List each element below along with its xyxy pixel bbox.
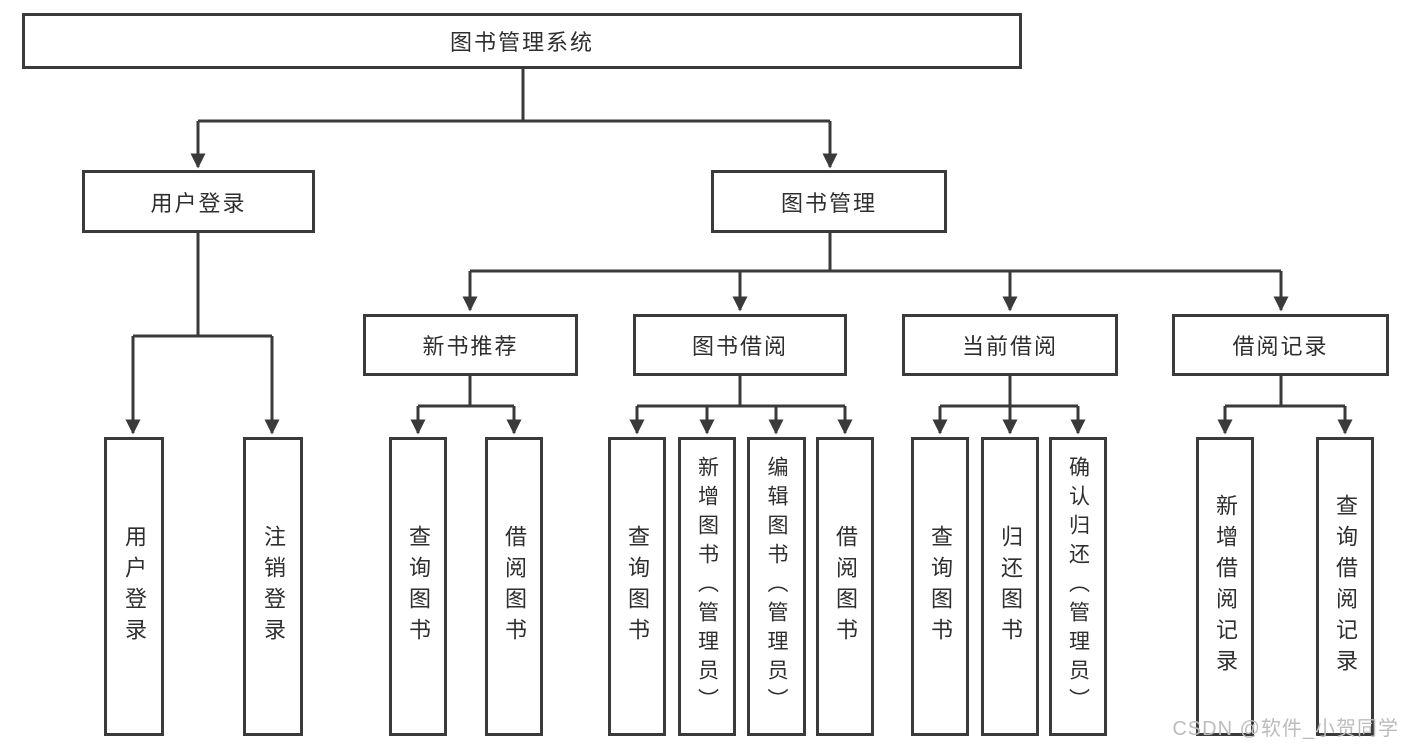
node-new-book-recommend: 新书推荐	[363, 314, 578, 376]
leaf-label: 新增图书（管理员）	[695, 456, 719, 717]
node-book-borrow: 图书借阅	[633, 314, 847, 376]
leaf-query-book-current: 查询图书	[911, 437, 969, 736]
connector-book-management-children	[462, 233, 1289, 312]
leaf-label: 借阅图书	[502, 524, 527, 649]
node-book-management-system: 图书管理系统	[22, 13, 1022, 69]
leaf-query-book-borrow: 查询图书	[608, 437, 666, 736]
connector-current-borrow-children	[932, 376, 1086, 435]
connector-root-to-level2	[190, 69, 838, 169]
csdn-watermark: CSDN @软件_小贺同学	[1172, 718, 1399, 740]
node-user-login: 用户登录	[82, 170, 315, 233]
leaf-label: 注销登录	[261, 524, 286, 649]
leaf-add-book-admin: 新增图书（管理员）	[678, 437, 736, 736]
leaf-return-book: 归还图书	[981, 437, 1039, 736]
leaf-logout: 注销登录	[243, 437, 303, 736]
leaf-confirm-return-admin: 确认归还（管理员）	[1049, 437, 1107, 736]
leaf-label: 新增借阅记录	[1213, 493, 1238, 680]
node-book-management: 图书管理	[711, 170, 947, 233]
connector-user-login-children	[125, 233, 280, 435]
leaf-query-book-recommend: 查询图书	[389, 437, 447, 736]
connector-new-book-recommend-children	[410, 376, 522, 435]
leaf-user-login: 用户登录	[104, 437, 164, 736]
leaf-label: 借阅图书	[833, 524, 858, 649]
leaf-label: 归还图书	[998, 524, 1023, 649]
leaf-borrow-book-recommend: 借阅图书	[485, 437, 543, 736]
leaf-label: 查询图书	[406, 524, 431, 649]
connector-book-borrow-children	[629, 376, 853, 435]
leaf-label: 用户登录	[122, 524, 147, 649]
leaf-label: 确认归还（管理员）	[1066, 456, 1090, 717]
leaf-label: 查询图书	[625, 524, 650, 649]
node-current-borrow: 当前借阅	[902, 314, 1118, 376]
node-borrow-record: 借阅记录	[1172, 314, 1389, 376]
leaf-label: 查询图书	[928, 524, 953, 649]
leaf-label: 查询借阅记录	[1333, 493, 1358, 680]
leaf-label: 编辑图书（管理员）	[765, 456, 788, 717]
leaf-borrow-book: 借阅图书	[816, 437, 874, 736]
leaf-add-borrow-record: 新增借阅记录	[1196, 437, 1254, 736]
connector-borrow-record-children	[1217, 376, 1353, 435]
leaf-query-borrow-record: 查询借阅记录	[1316, 437, 1374, 736]
leaf-edit-book-admin: 编辑图书（管理员）	[747, 437, 806, 736]
